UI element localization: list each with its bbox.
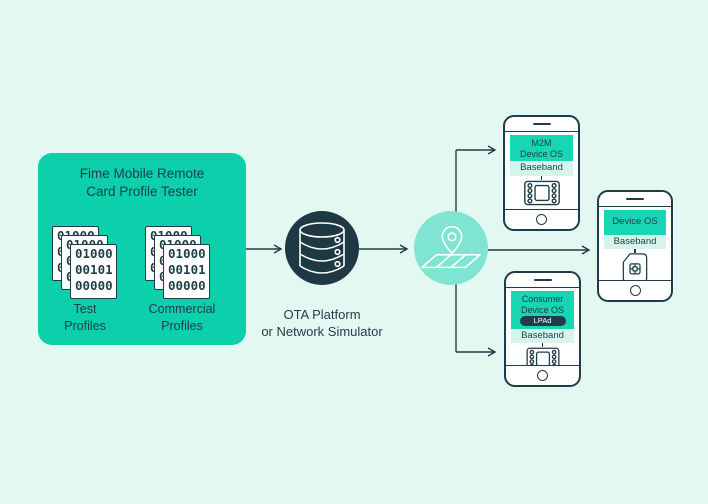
baseband-block: Baseband	[510, 161, 573, 176]
phone-top-bezel	[505, 117, 578, 132]
connector-tick	[541, 343, 544, 347]
speaker-icon	[533, 278, 552, 282]
sim-card-icon	[622, 253, 648, 280]
baseband-block: Baseband	[511, 328, 574, 343]
handset-device-phone: Device OS Baseband	[597, 190, 673, 302]
home-button-icon	[629, 285, 641, 296]
home-button-icon	[537, 370, 548, 381]
m2m-device-os-block: M2M Device OS	[510, 135, 573, 161]
lpad-pill: LPAd	[519, 316, 566, 326]
consumer-device-os-block: Consumer Device OS LPAd	[511, 291, 574, 329]
chip-icon	[523, 180, 560, 205]
ota-platform-label: OTA Platform or Network Simulator	[261, 307, 383, 339]
database-icon	[299, 222, 345, 274]
map-pin-icon	[421, 225, 481, 269]
binary-profile-document-icon: 01000 00101 00000	[70, 244, 117, 299]
phone-bottom-bezel	[599, 280, 671, 300]
connector-tick	[634, 249, 636, 253]
baseband-block: Baseband	[604, 234, 666, 249]
m2m-phone-screen: M2M Device OS Baseband	[505, 132, 578, 209]
phone-top-bezel	[506, 273, 579, 288]
consumer-device-phone: Consumer Device OS LPAd Baseband	[504, 271, 581, 387]
binary-profile-document-icon: 01000 00101 00000	[163, 244, 210, 299]
test-profiles-label: Test Profiles	[64, 302, 106, 333]
speaker-icon	[626, 197, 644, 201]
home-button-icon	[536, 214, 547, 225]
phone-bottom-bezel	[506, 365, 579, 385]
phone-top-bezel	[599, 192, 671, 207]
chip-icon	[526, 347, 559, 365]
test-profiles-stack: 01000 00101 00000 01000 00101 00000 0100…	[52, 226, 118, 300]
commercial-profiles-label: Commercial Profiles	[148, 302, 216, 333]
device-os-block: Device OS	[604, 210, 666, 235]
handset-phone-screen: Device OS Baseband	[599, 207, 671, 280]
connector-tick	[540, 175, 543, 180]
phone-bottom-bezel	[505, 209, 578, 229]
tester-box-title: Fime Mobile Remote Card Profile Tester	[79, 166, 205, 199]
commercial-profiles-stack: 01000 00101 00000 01000 00101 00000 0100…	[145, 226, 211, 300]
speaker-icon	[532, 122, 551, 126]
tester-box: Fime Mobile Remote Card Profile Tester 0…	[38, 153, 246, 345]
consumer-phone-screen: Consumer Device OS LPAd Baseband	[506, 288, 579, 365]
network-node	[414, 211, 488, 285]
consumer-device-os-label: Consumer Device OS	[520, 294, 564, 315]
m2m-device-phone: M2M Device OS Baseband	[503, 115, 580, 231]
ota-platform-node	[285, 211, 359, 285]
